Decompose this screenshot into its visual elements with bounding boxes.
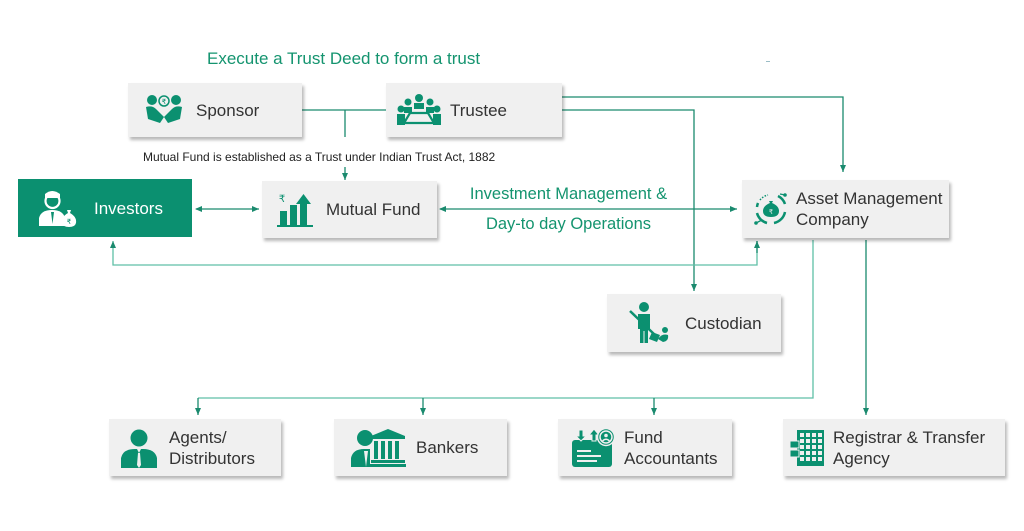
fund-accountants-label-line2: Accountants	[624, 448, 718, 468]
amc-label: Asset Management Company	[796, 188, 942, 230]
svg-text:₹: ₹	[769, 208, 773, 216]
bankers-box: Bankers	[334, 419, 507, 476]
fund-accountants-box: Fund Accountants	[558, 419, 732, 476]
rta-label-line2: Agency	[833, 448, 890, 468]
agents-label-line1: Agents/	[169, 427, 227, 447]
bank-person-icon	[350, 427, 406, 469]
asset-management-company-box: ₹ Asset Management Company	[742, 180, 949, 238]
mutual-fund-label: Mutual Fund	[326, 200, 421, 219]
amc-label-line2: Company	[796, 210, 869, 229]
registry-grid-icon	[789, 428, 825, 468]
agents-label-line2: Distributors	[169, 448, 255, 468]
sponsor-label: Sponsor	[196, 100, 260, 120]
connector-trustee-amc	[562, 96, 846, 172]
svg-text:₹: ₹	[162, 98, 167, 106]
rta-label: Registrar & Transfer Agency	[833, 427, 985, 469]
flow-label-day-to-day-operations: Day-to day Operations	[485, 215, 652, 233]
agents-distributors-box: Agents/ Distributors	[109, 419, 281, 476]
connector-trustee-custodian	[562, 109, 697, 291]
custodian-label: Custodian	[685, 313, 762, 333]
registrar-transfer-agency-box: Registrar & Transfer Agency	[783, 419, 1005, 476]
trustee-box: Trustee	[386, 83, 562, 137]
investor-moneybag-icon: ₹	[36, 188, 78, 228]
flow-label-investment-management: Investment Management &	[469, 185, 668, 203]
meeting-table-icon	[396, 93, 442, 127]
custodian-sweeping-icon	[627, 301, 671, 345]
connector-amc-bottom-row	[198, 240, 814, 399]
fund-accountants-label: Fund Accountants	[624, 427, 718, 469]
trust-act-note: Mutual Fund is established as a Trust un…	[143, 150, 496, 164]
investors-label: Investors	[94, 198, 163, 218]
stray-mark	[766, 61, 770, 62]
sponsor-box: ₹ Sponsor	[128, 83, 302, 137]
handshake-rupee-icon: ₹	[144, 93, 184, 127]
connector-amc-investors	[110, 241, 758, 266]
svg-text:₹: ₹	[279, 194, 285, 205]
trustee-label: Trustee	[450, 100, 508, 120]
agents-label: Agents/ Distributors	[169, 427, 255, 469]
fund-accountants-label-line1: Fund	[624, 427, 663, 447]
amc-label-line1: Asset Management	[796, 189, 943, 208]
rupee-growth-chart-icon: ₹	[276, 192, 314, 228]
mutual-fund-box: ₹ Mutual Fund	[262, 181, 437, 238]
accounts-card-icon	[570, 427, 616, 468]
investors-box: ₹ Investors	[18, 179, 192, 237]
business-person-icon	[119, 428, 159, 468]
bankers-label: Bankers	[416, 438, 479, 457]
cycle-moneybag-icon: ₹	[752, 190, 790, 228]
custodian-box: Custodian	[607, 294, 781, 352]
svg-text:₹: ₹	[67, 218, 72, 226]
rta-label-line1: Registrar & Transfer	[833, 427, 986, 447]
diagram-title: Execute a Trust Deed to form a trust	[207, 49, 481, 68]
